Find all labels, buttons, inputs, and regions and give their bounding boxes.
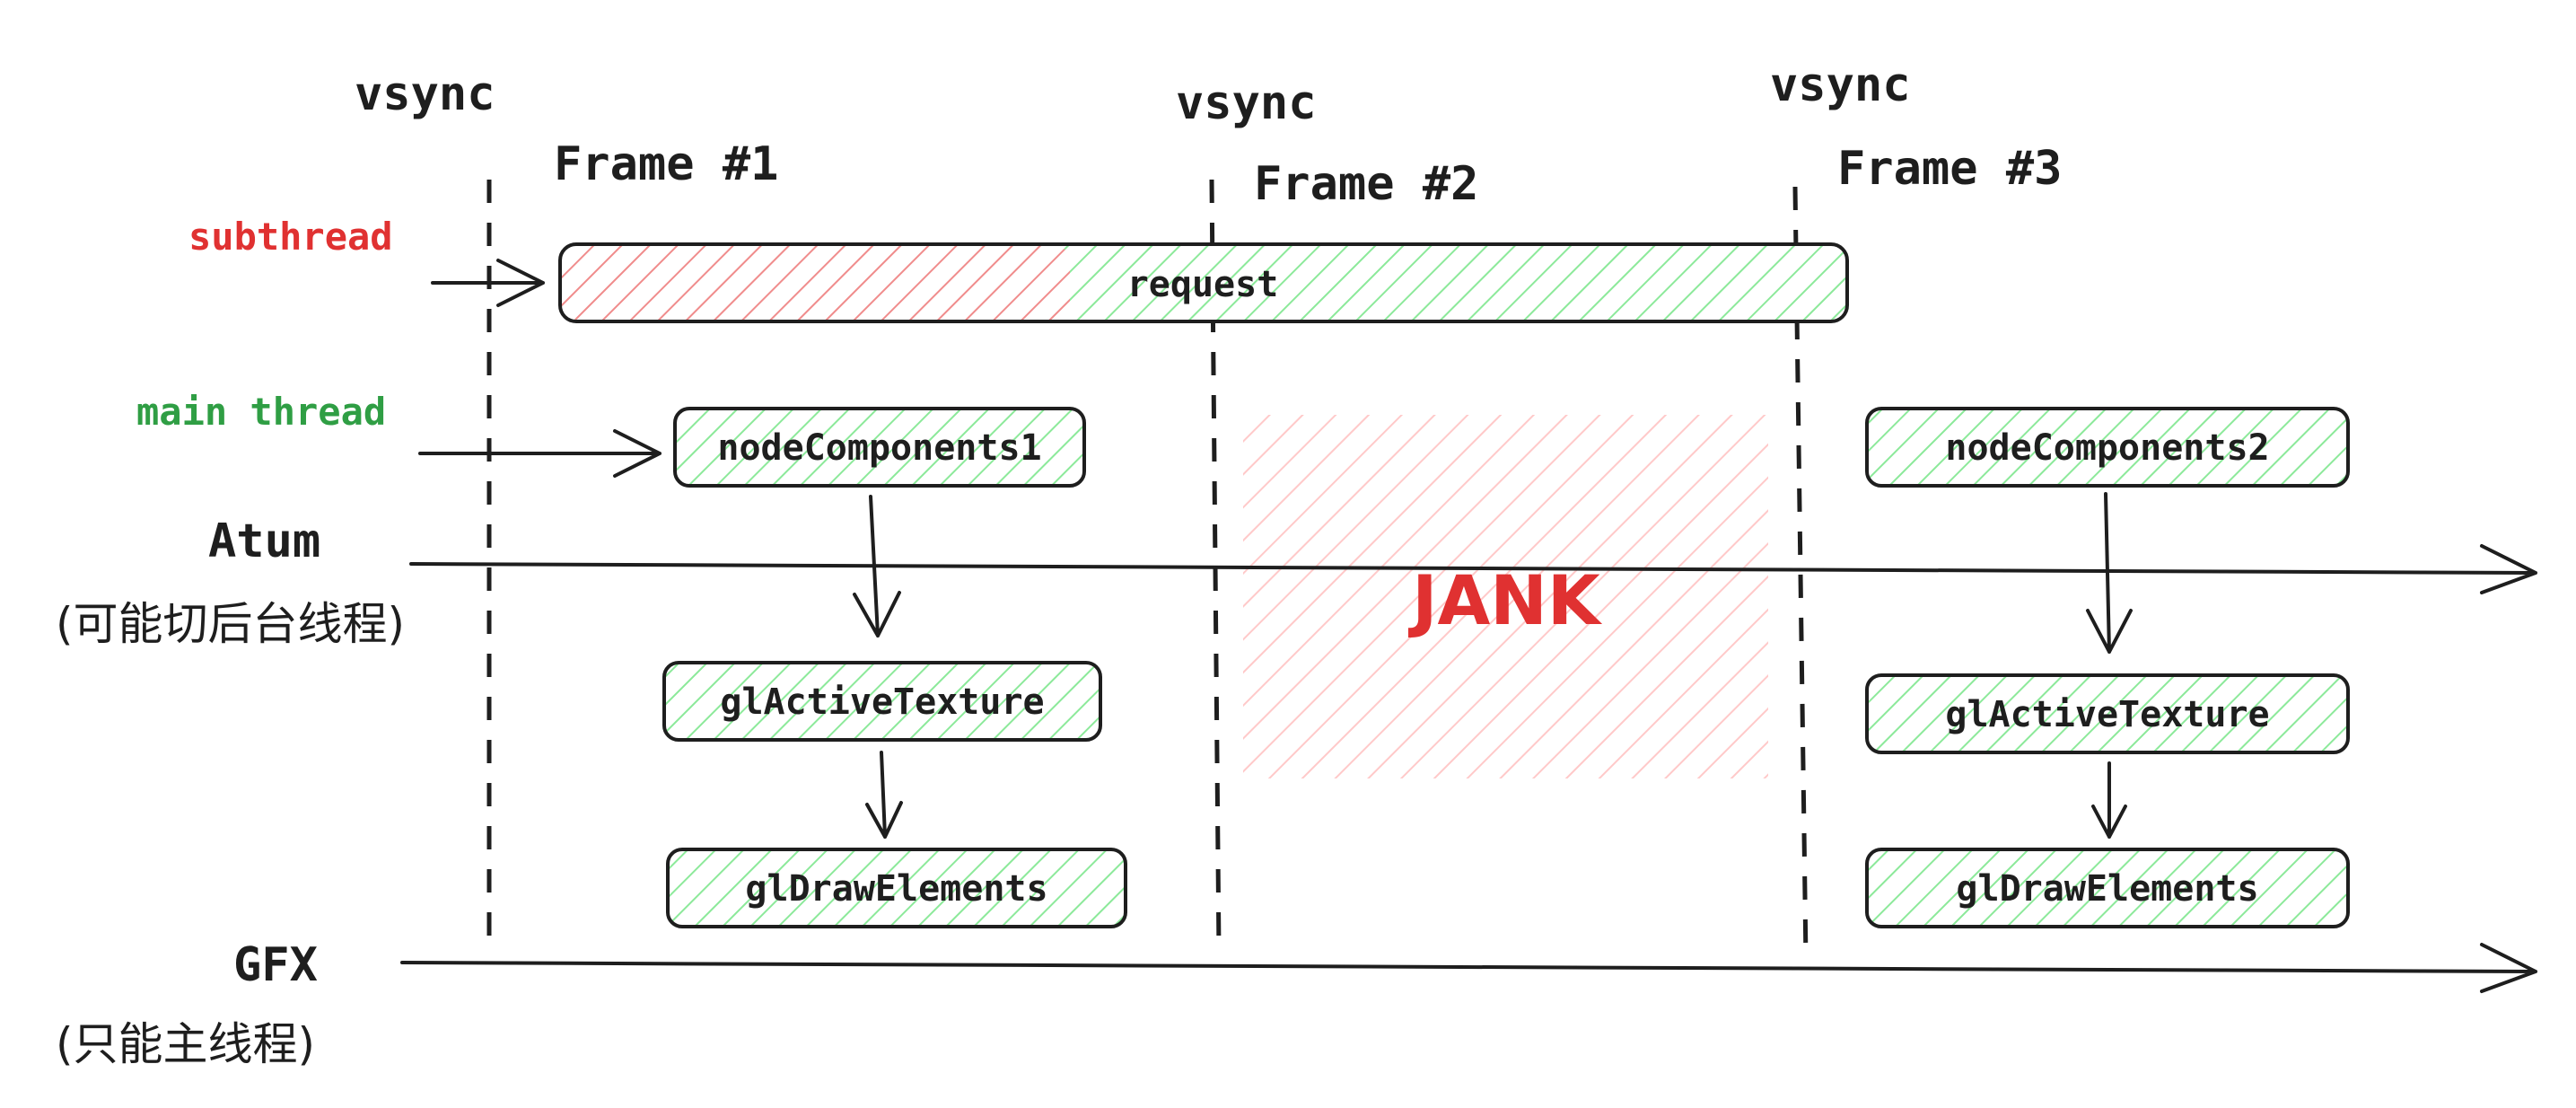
gfx-label: GFX <box>233 938 318 992</box>
arrow-node1-to-texture1 <box>853 495 901 638</box>
subthread-label: subthread <box>188 215 393 259</box>
gl-draw-elements-2-label: glDrawElements <box>1956 868 2258 910</box>
frame-label-2: Frame #2 <box>1254 157 1478 211</box>
gl-active-texture-1-label: glActiveTexture <box>720 682 1044 723</box>
atum-note: (可能切后台线程) <box>56 598 405 650</box>
gl-draw-elements-1-label: glDrawElements <box>745 868 1047 910</box>
request-box: request <box>558 242 1849 323</box>
atum-timeline-arrow <box>409 544 2537 594</box>
gl-active-texture-2-box: glActiveTexture <box>1865 673 2350 754</box>
jank-label: JANK <box>1407 560 1603 640</box>
gl-active-texture-2-label: glActiveTexture <box>1945 694 2269 735</box>
vsync-label-2: vsync <box>1176 76 1317 130</box>
arrow-texture1-to-draw1 <box>865 751 903 839</box>
gl-active-texture-1-box: glActiveTexture <box>662 661 1102 742</box>
frame-label-1: Frame #1 <box>554 137 778 191</box>
node-components-2-box: nodeComponents2 <box>1865 407 2350 488</box>
node-components-1-label: nodeComponents1 <box>717 427 1041 469</box>
vsync-label-1: vsync <box>355 67 495 121</box>
arrow-texture2-to-draw2 <box>2091 761 2127 839</box>
vsync-label-3: vsync <box>1770 58 1911 112</box>
atum-label: Atum <box>208 514 320 568</box>
main-thread-arrow <box>418 429 662 478</box>
gl-draw-elements-1-box: glDrawElements <box>666 848 1127 928</box>
request-label: request <box>1127 264 1279 305</box>
main-thread-label: main thread <box>136 390 386 434</box>
gfx-timeline-arrow <box>400 943 2537 993</box>
frame-label-3: Frame #3 <box>1837 142 2062 196</box>
jank-region <box>1243 415 1768 778</box>
node-components-1-box: nodeComponents1 <box>673 407 1086 488</box>
arrow-node2-to-texture2 <box>2086 492 2133 654</box>
subthread-arrow <box>431 259 545 307</box>
node-components-2-label: nodeComponents2 <box>1945 427 2269 469</box>
gfx-note: (只能主线程) <box>56 1018 315 1070</box>
gl-draw-elements-2-box: glDrawElements <box>1865 848 2350 928</box>
